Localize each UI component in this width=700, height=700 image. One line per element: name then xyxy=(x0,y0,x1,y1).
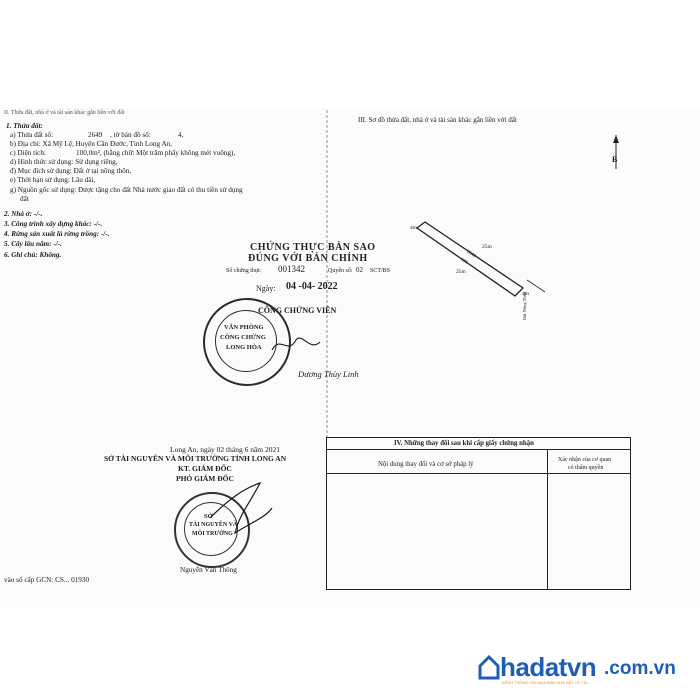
table-header-row xyxy=(327,438,630,450)
kt-director: KT. GIÁM ĐỐC xyxy=(178,464,232,473)
cert-date: 04 -04- 2022 xyxy=(286,281,338,292)
table-column-row xyxy=(327,449,630,474)
notary-title: CÔNG CHỨNG VIÊN xyxy=(258,306,337,315)
seal-text-2: TÀI NGUYÊN VÀ xyxy=(189,522,238,528)
changes-table xyxy=(326,437,631,590)
cert-no-label: Số chứng thực xyxy=(226,268,261,274)
notary-office-2: CÔNG CHỨNG xyxy=(220,334,266,341)
origin-line-1: g) Nguồn gốc sử dụng: Được tặng cho đất … xyxy=(10,186,243,194)
cert-book-suffix: SCT/BS xyxy=(370,268,391,274)
logo-tagline: KÊNH THÔNG TIN MUA BÁN NHÀ ĐẤT UY TÍN xyxy=(502,680,588,685)
fold-line xyxy=(326,110,328,440)
address: b) Địa chỉ: Xã Mỹ Lệ, Huyện Cần Đước, Tỉ… xyxy=(10,140,173,148)
issue-date: Long An, ngày 02 tháng 6 năm 2021 xyxy=(170,445,280,454)
area-value: 100,0m², (bằng chữ: Một trăm phẩy không … xyxy=(76,149,236,157)
section-6: 6. Ghi chú: Không. xyxy=(4,251,62,259)
table-divider xyxy=(547,449,548,589)
watermark-logo: hadatvn .com.vn KÊNH THÔNG TIN MUA BÁN N… xyxy=(478,652,693,686)
notary-office-3: LONG HÒA xyxy=(226,344,262,351)
area-label: c) Diện tích: xyxy=(10,149,46,157)
house-logo-icon xyxy=(478,654,500,680)
col-confirm-header-2: có thẩm quyền xyxy=(568,465,604,471)
logo-brand: hadatvn xyxy=(500,652,597,682)
document-sheet xyxy=(0,108,700,608)
section-2: 2. Nhà ở: -/-. xyxy=(4,210,43,218)
section-1-title: 1. Thửa đất: xyxy=(6,122,43,130)
section-5: 5. Cây lâu năm: -/-. xyxy=(4,240,62,248)
col-confirm-header-1: Xác nhận của cơ quan xyxy=(558,457,612,463)
seal-text-1: SỞ xyxy=(204,513,213,520)
cert-date-label: Ngày: xyxy=(256,284,276,293)
duration: e) Thời hạn sử dụng: Lâu dài, xyxy=(10,176,96,184)
map-sheet-label: , tờ bản đồ số: xyxy=(110,131,151,139)
notary-signature-mark xyxy=(271,337,321,351)
section-3: 3. Công trình xây dựng khác: -/-. xyxy=(4,220,103,228)
north-label: B xyxy=(612,155,618,164)
use-form: d) Hình thức sử dụng: Sử dụng riêng, xyxy=(10,158,118,166)
issue-book-no: vào sổ cấp GCN: CS... 01930 xyxy=(4,576,90,584)
section-3-plan-title: III. Sơ đồ thửa đất, nhà ở và tài sản kh… xyxy=(358,116,517,124)
origin-line-2: đất xyxy=(20,195,29,203)
department-seal-inner xyxy=(184,502,238,556)
cert-no: 001342 xyxy=(278,264,305,274)
cert-book-label: Quyển số: xyxy=(328,268,353,274)
road-label: Đất Nông Thôn xyxy=(522,291,527,320)
table-title: IV. Những thay đổi sau khi cấp giấy chứn… xyxy=(394,440,534,447)
map-sheet: 4, xyxy=(178,131,184,139)
department-seal xyxy=(174,492,250,568)
north-arrow-icon xyxy=(613,135,619,169)
parcel-no: 2649 xyxy=(88,131,103,139)
plot-sketch xyxy=(415,221,545,297)
dim-left: 4m xyxy=(410,225,418,231)
cert-book: 02 xyxy=(356,266,363,274)
signer-name: Nguyễn Văn Thông xyxy=(180,566,237,574)
logo-domain: .com.vn xyxy=(604,658,676,679)
col-content-header: Nội dung thay đổi và cơ sở pháp lý xyxy=(378,461,474,468)
dim-top: 25m xyxy=(482,244,492,250)
notary-seal-inner xyxy=(215,310,277,372)
cert-line-1: CHỨNG THỰC BẢN SAO xyxy=(250,242,376,253)
deputy-director: PHÓ GIÁM ĐỐC xyxy=(176,474,234,483)
notary-seal xyxy=(203,298,291,386)
parcel-no-label: a) Thửa đất số: xyxy=(10,131,54,139)
seal-text-3: MÔI TRƯỜNG xyxy=(192,531,233,537)
department-name: SỞ TÀI NGUYÊN VÀ MÔI TRƯỜNG TỈNH LONG AN xyxy=(104,454,287,463)
notary-office-1: VĂN PHÒNG xyxy=(224,324,264,331)
dim-bottom: 25m xyxy=(456,269,466,275)
cert-line-2: ĐÚNG VỚI BẢN CHÍNH xyxy=(248,253,368,264)
dim-right: 4m xyxy=(522,291,530,297)
notary-signature: Dương Thùy Linh xyxy=(298,369,359,379)
department-signature xyxy=(209,481,273,535)
section-4: 4. Rừng sản xuất là rừng trồng: -/-. xyxy=(4,230,110,238)
purpose: đ) Mục đích sử dụng: Đất ở tại nông thôn… xyxy=(10,167,132,175)
cut-header: II. Thửa đất, nhà ở và tài sản khác gắn … xyxy=(4,110,125,116)
